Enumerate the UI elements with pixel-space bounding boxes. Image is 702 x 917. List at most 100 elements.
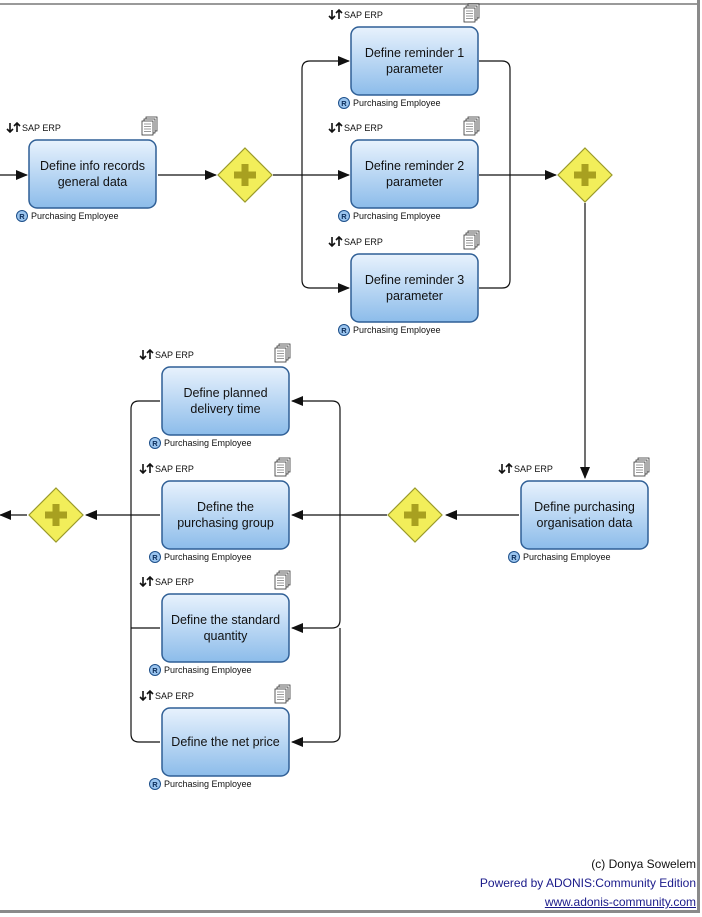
system-annotation: SAP ERP <box>139 462 194 475</box>
system-annotation: SAP ERP <box>328 235 383 248</box>
task-box[interactable] <box>350 139 479 209</box>
up-down-arrows-icon <box>139 462 154 475</box>
role-circle-icon: R <box>508 551 520 563</box>
task-box[interactable] <box>28 139 157 209</box>
task-box[interactable] <box>161 707 290 777</box>
system-label: SAP ERP <box>155 350 194 360</box>
system-label: SAP ERP <box>155 691 194 701</box>
connector-rem3-merge <box>479 175 511 289</box>
task-label: Define the <box>197 500 254 514</box>
system-annotation: SAP ERP <box>498 462 553 475</box>
role-annotation: R Purchasing Employee <box>338 324 441 336</box>
system-label: SAP ERP <box>22 123 61 133</box>
up-down-arrows-icon <box>139 348 154 361</box>
svg-text:R: R <box>341 326 347 335</box>
role-circle-icon: R <box>149 551 161 563</box>
parallel-gateway-plus-icon <box>45 504 67 526</box>
role-label: Purchasing Employee <box>164 552 252 562</box>
gateway-join-2[interactable] <box>28 487 84 543</box>
gateway-join-1[interactable] <box>557 147 613 203</box>
role-circle-icon: R <box>338 210 350 222</box>
role-label: Purchasing Employee <box>353 211 441 221</box>
system-label: SAP ERP <box>155 464 194 474</box>
task-label: Define reminder 3 <box>365 273 464 287</box>
svg-text:R: R <box>341 212 347 221</box>
up-down-arrows-icon <box>328 8 343 21</box>
role-circle-icon: R <box>16 210 28 222</box>
up-down-arrows-icon <box>6 121 21 134</box>
role-label: Purchasing Employee <box>353 98 441 108</box>
system-annotation: SAP ERP <box>139 348 194 361</box>
role-label: Purchasing Employee <box>164 665 252 675</box>
document-stack-icon <box>463 3 480 23</box>
role-label: Purchasing Employee <box>31 211 119 221</box>
role-circle-icon: R <box>338 97 350 109</box>
role-circle-icon: R <box>149 778 161 790</box>
role-circle-icon: R <box>149 437 161 449</box>
connector-fork-rem1 <box>301 56 350 175</box>
gateway-split-2[interactable] <box>387 487 443 543</box>
role-circle-icon: R <box>149 664 161 676</box>
system-label: SAP ERP <box>344 123 383 133</box>
system-annotation: SAP ERP <box>328 121 383 134</box>
task-box[interactable] <box>350 26 479 96</box>
task-label: Define the standard <box>171 613 280 627</box>
task-label: quantity <box>204 629 249 643</box>
svg-text:R: R <box>152 666 158 675</box>
system-annotation: SAP ERP <box>328 8 383 21</box>
copyright-text: (c) Donya Sowelem <box>591 857 696 871</box>
task-box[interactable] <box>161 593 290 663</box>
frame-right-border <box>697 0 700 912</box>
gateway-split-1[interactable] <box>217 147 273 203</box>
document-stack-icon <box>274 343 291 363</box>
document-stack-icon <box>141 116 158 136</box>
system-annotation: SAP ERP <box>139 689 194 702</box>
task-box[interactable] <box>161 480 290 550</box>
task-label: Define purchasing <box>534 500 635 514</box>
website-link[interactable]: www.adonis-community.com <box>544 895 696 909</box>
up-down-arrows-icon <box>328 235 343 248</box>
role-annotation: R Purchasing Employee <box>338 210 441 222</box>
system-label: SAP ERP <box>344 237 383 247</box>
task-label: parameter <box>386 289 443 303</box>
task-box[interactable] <box>350 253 479 323</box>
role-label: Purchasing Employee <box>353 325 441 335</box>
svg-text:R: R <box>152 439 158 448</box>
up-down-arrows-icon <box>139 689 154 702</box>
task-box[interactable] <box>161 366 290 436</box>
task-label: parameter <box>386 62 443 76</box>
system-annotation: SAP ERP <box>6 121 61 134</box>
document-stack-icon <box>274 684 291 704</box>
svg-text:R: R <box>152 553 158 562</box>
connector-fork-qty <box>291 515 341 633</box>
task-label: Define info records <box>40 159 145 173</box>
svg-text:R: R <box>511 553 517 562</box>
connector-fork-rem3 <box>301 175 350 293</box>
up-down-arrows-icon <box>139 575 154 588</box>
task-label: purchasing group <box>177 516 274 530</box>
role-annotation: R Purchasing Employee <box>149 551 252 563</box>
parallel-gateway-plus-icon <box>234 164 256 186</box>
connector-fork-delivery <box>291 396 341 515</box>
document-stack-icon <box>633 457 650 477</box>
connector-rem1-merge <box>479 60 511 175</box>
task-label: Define planned <box>183 386 267 400</box>
task-label: general data <box>58 175 128 189</box>
task-box[interactable] <box>520 480 649 550</box>
document-stack-icon <box>463 230 480 250</box>
task-label: Define reminder 2 <box>365 159 464 173</box>
svg-text:R: R <box>341 99 347 108</box>
